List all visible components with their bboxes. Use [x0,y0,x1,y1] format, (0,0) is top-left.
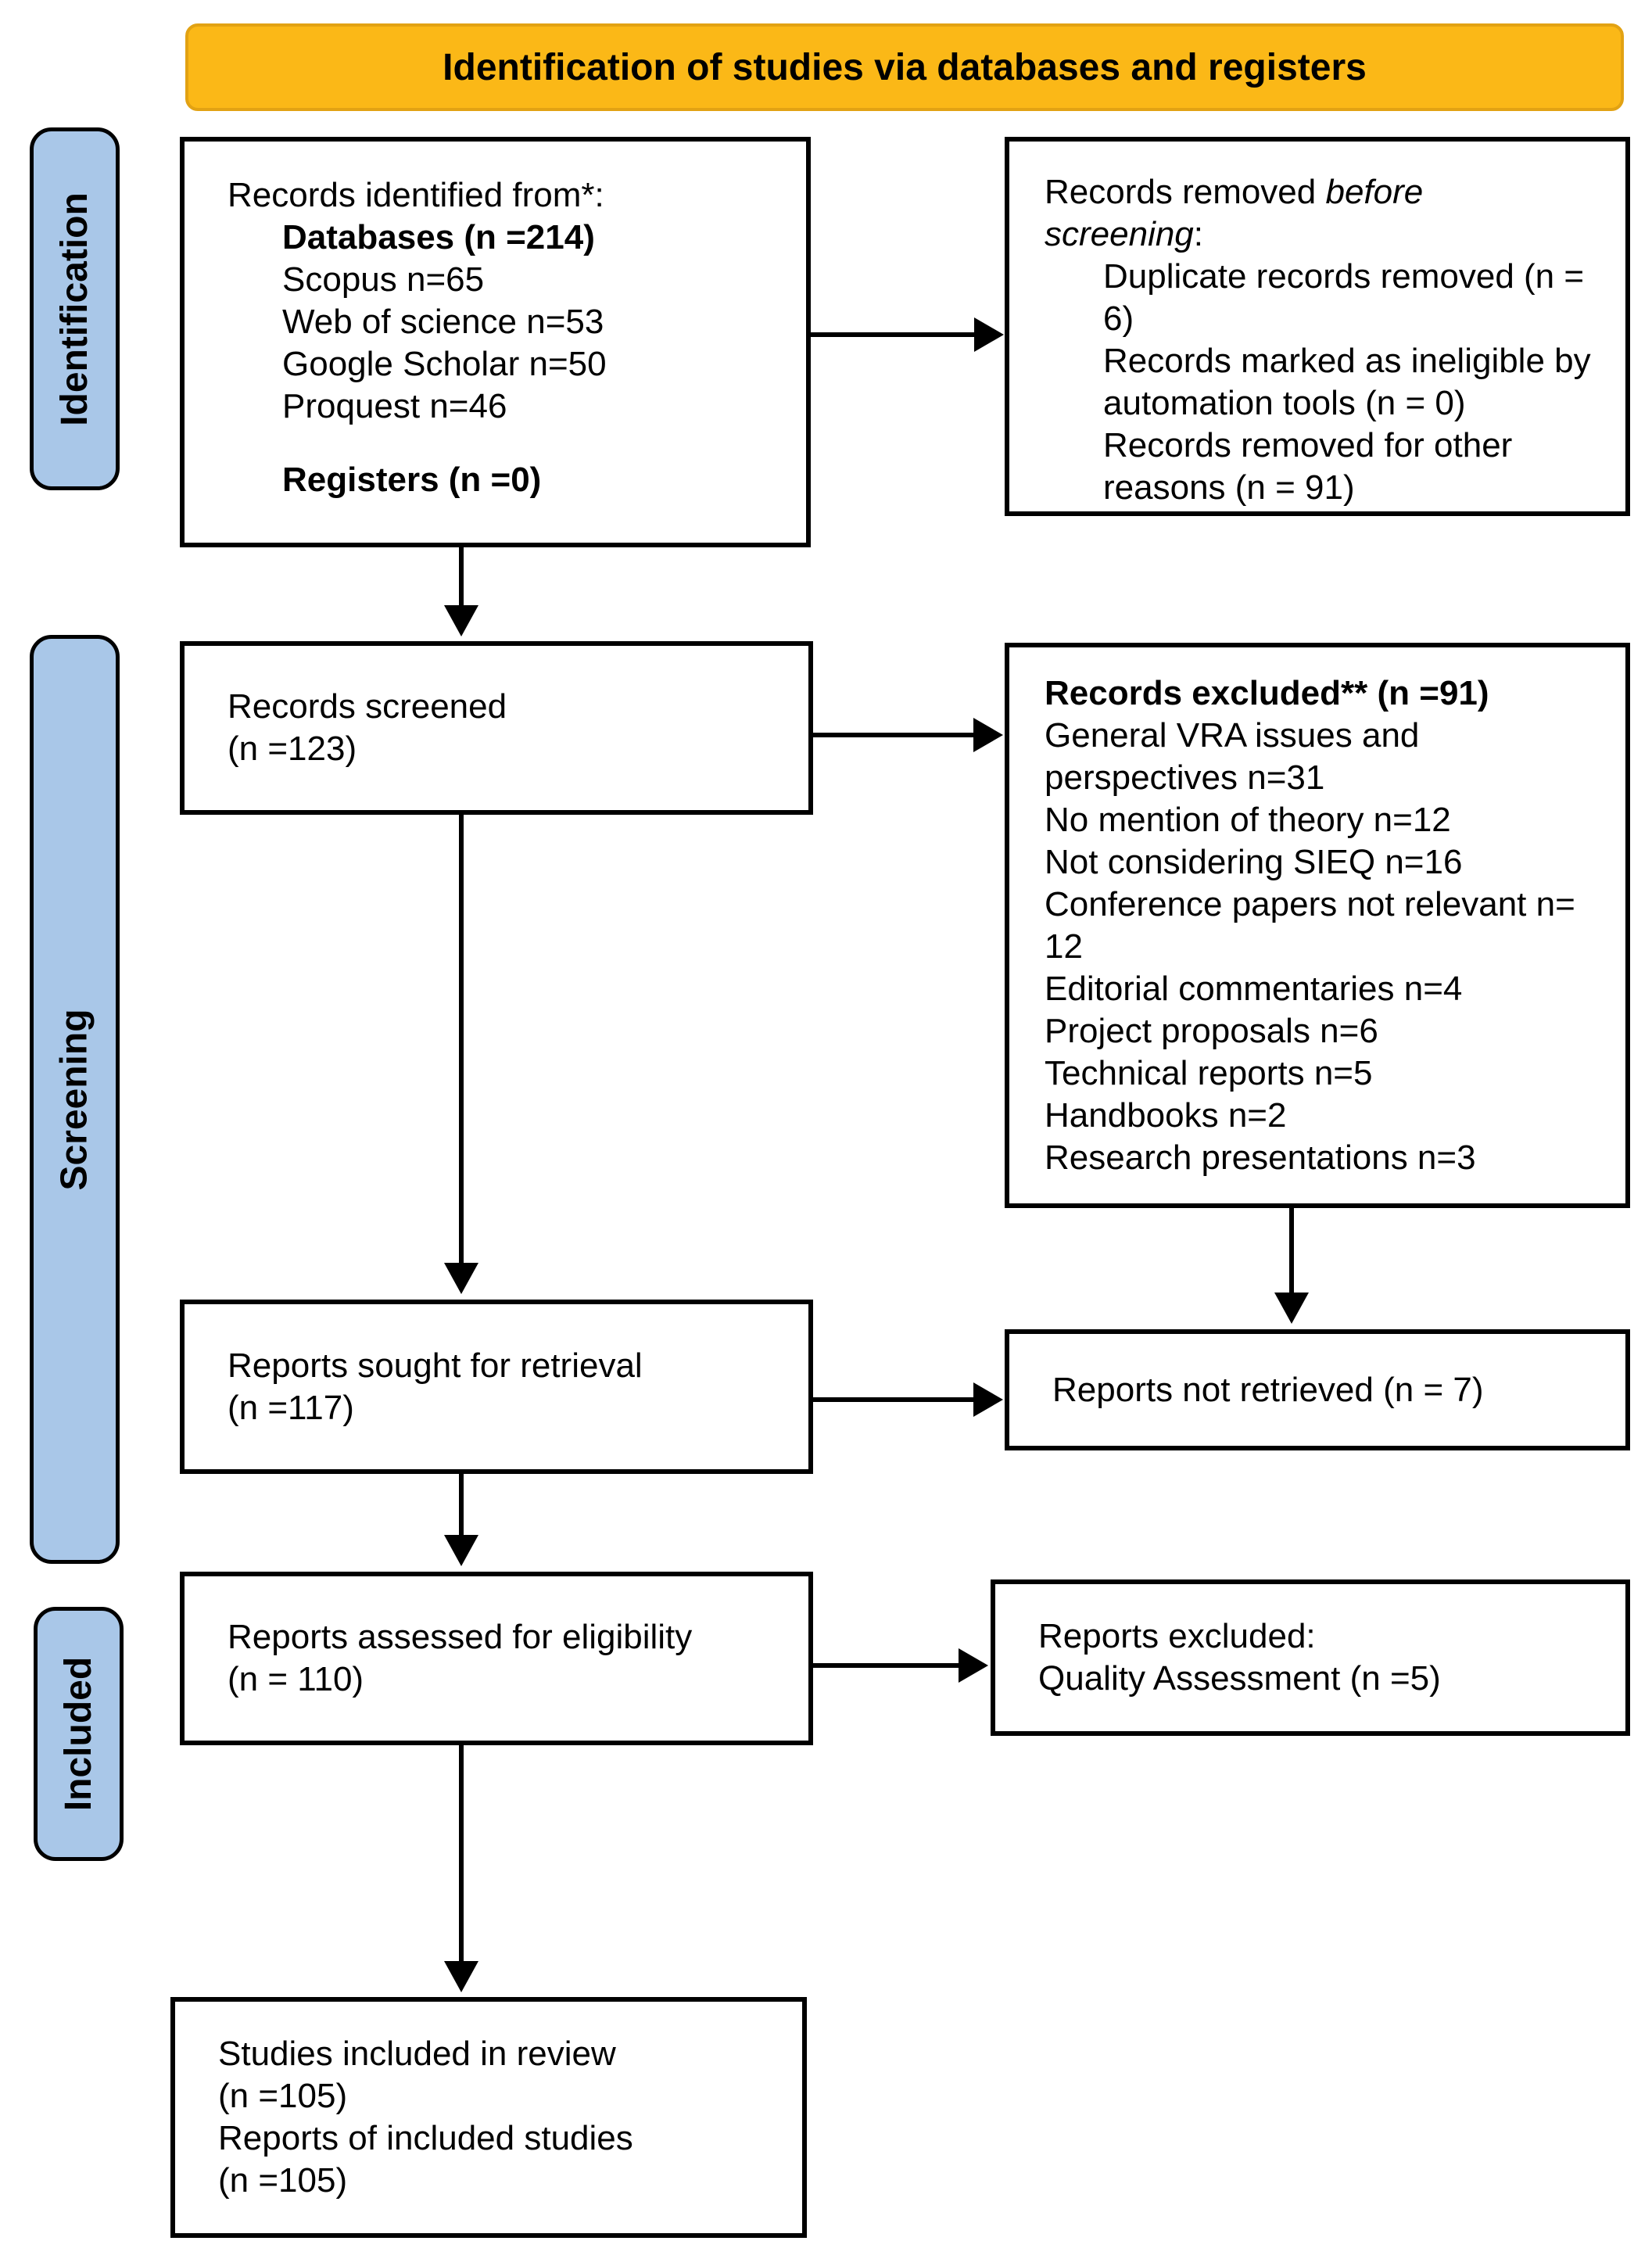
phase-label-identification: Identification [30,127,120,490]
banner-identification-studies: Identification of studies via databases … [185,23,1624,111]
records-identified-registers-header: Registers (n =0) [282,461,542,499]
arrow-sought-to-assessed-line [459,1474,464,1538]
records-identified-source: Google Scholar n=50 [282,345,607,383]
studies-included-line1: Studies included in review [218,2035,616,2073]
arrowhead-down-icon [1274,1293,1309,1324]
arrowhead-down-icon [444,1961,478,1992]
records-removed-title-prefix: Records removed [1045,173,1326,211]
banner-title: Identification of studies via databases … [443,46,1367,88]
arrow-assessed-to-included-line [459,1745,464,1964]
box-studies-included: Studies included in review (n =105) Repo… [170,1997,807,2238]
reports-excluded-line2: Quality Assessment (n =5) [1038,1659,1441,1698]
studies-included-line2: (n =105) [218,2077,348,2115]
box-records-screened: Records screened (n =123) [180,641,813,815]
reports-sought-count: (n =117) [228,1388,354,1427]
records-identified-intro: Records identified from*: [228,176,604,214]
records-screened-title: Records screened [228,687,507,726]
arrow-screened-to-sought-line [459,815,464,1266]
arrowhead-down-icon [444,605,478,636]
records-excluded-item: Not considering SIEQ n=16 [1045,843,1463,881]
arrow-screened-to-excluded-line [813,733,976,737]
records-excluded-item: Handbooks n=2 [1045,1096,1287,1135]
box-records-removed-before-screening: Records removed before screening: Duplic… [1005,137,1630,516]
box-records-identified: Records identified from*: Databases (n =… [180,137,811,547]
arrow-sought-to-notretrieved-line [813,1397,976,1402]
phase-label-screening-text: Screening [54,1008,96,1191]
phase-label-included: Included [34,1607,124,1861]
arrowhead-down-icon [444,1535,478,1566]
records-identified-source: Web of science n=53 [282,303,604,341]
phase-label-screening: Screening [30,635,120,1564]
arrow-identified-to-screened-line [459,547,464,608]
box-reports-excluded: Reports excluded: Quality Assessment (n … [991,1579,1630,1736]
reports-assessed-count: (n = 110) [228,1660,364,1698]
arrowhead-down-icon [444,1263,478,1294]
arrow-identified-to-removed-line [811,332,977,337]
records-identified-source: Scopus n=65 [282,260,485,299]
box-reports-assessed: Reports assessed for eligibility (n = 11… [180,1572,813,1745]
arrowhead-right-icon [973,718,1003,752]
arrowhead-right-icon [959,1648,988,1683]
reports-sought-title: Reports sought for retrieval [228,1346,643,1385]
arrowhead-right-icon [974,317,1004,352]
box-records-excluded: Records excluded** (n =91) General VRA i… [1005,643,1630,1208]
records-removed-item: Duplicate records removed (n = 6) [1103,257,1585,338]
records-excluded-item: Technical reports n=5 [1045,1054,1373,1092]
studies-included-line3: Reports of included studies [218,2119,633,2157]
records-excluded-item: Research presentations n=3 [1045,1138,1476,1177]
arrow-excluded-to-notretrieved-line [1289,1208,1294,1296]
phase-label-identification-text: Identification [54,192,96,426]
records-removed-title-suffix: : [1193,215,1204,253]
records-excluded-item: General VRA issues and perspectives n=31 [1045,716,1420,797]
records-excluded-item: No mention of theory n=12 [1045,801,1451,839]
records-removed-title-italic: before screening [1045,173,1424,253]
arrow-assessed-to-excluded-line [813,1663,960,1668]
box-reports-not-retrieved: Reports not retrieved (n = 7) [1005,1329,1630,1450]
records-excluded-item: Conference papers not relevant n= 12 [1045,885,1575,966]
records-identified-databases-header: Databases (n =214) [282,218,595,256]
records-excluded-item: Project proposals n=6 [1045,1012,1378,1050]
reports-not-retrieved-title: Reports not retrieved (n = 7) [1052,1370,1484,1409]
box-reports-sought: Reports sought for retrieval (n =117) [180,1300,813,1474]
records-screened-count: (n =123) [228,730,357,768]
records-excluded-item: Editorial commentaries n=4 [1045,970,1463,1008]
reports-assessed-title: Reports assessed for eligibility [228,1618,693,1656]
records-removed-item: Records marked as ineligible by automati… [1103,342,1591,422]
records-removed-title: Records removed before screening: [1045,171,1498,256]
studies-included-line4: (n =105) [218,2161,348,2200]
records-excluded-title: Records excluded** (n =91) [1045,674,1489,712]
arrowhead-right-icon [973,1382,1003,1417]
phase-label-included-text: Included [58,1656,99,1812]
records-removed-item: Records removed for other reasons (n = 9… [1103,426,1513,507]
reports-excluded-line1: Reports excluded: [1038,1617,1316,1655]
records-identified-source: Proquest n=46 [282,387,507,425]
